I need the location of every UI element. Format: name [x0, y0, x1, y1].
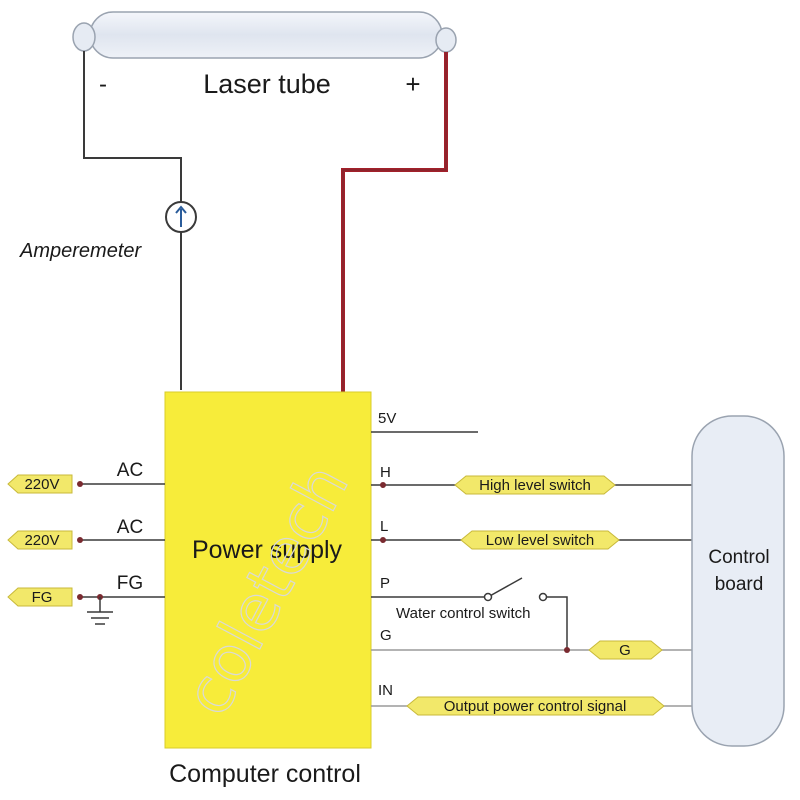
power-supply-label: Power supply [192, 536, 343, 564]
input-tag-fg-text: FG [32, 589, 53, 606]
left-input-wires [80, 483, 165, 598]
signal-tag-output-text: Output power control signal [444, 698, 627, 715]
input-tag-220v-2-text: 220V [24, 532, 59, 549]
ground-icon [87, 597, 113, 625]
input-tag-220v-1: 220V [7, 474, 73, 494]
ammeter-icon [165, 201, 197, 233]
ac-label-2: AC [117, 517, 143, 538]
terminal-5v: 5V [378, 410, 396, 427]
terminal-h: H [380, 464, 391, 481]
laser-tube [72, 11, 457, 59]
computer-control-caption: Computer control [169, 760, 361, 788]
signal-tag-high: High level switch [454, 475, 616, 495]
ac-label-1: AC [117, 460, 143, 481]
input-tag-fg: FG [7, 587, 73, 607]
fg-label: FG [117, 573, 143, 594]
control-board-line2: board [715, 574, 764, 595]
signal-tag-low-text: Low level switch [486, 532, 594, 549]
control-board [691, 415, 785, 747]
water-switch-label: Water control switch [396, 605, 530, 622]
signal-tag-g-text: G [619, 642, 631, 659]
signal-tag-g: G [588, 640, 663, 660]
terminal-l: L [380, 518, 388, 535]
terminal-in: IN [378, 682, 393, 699]
negative-wire [83, 51, 182, 202]
output-wires [371, 431, 692, 707]
signal-tag-high-text: High level switch [479, 477, 591, 494]
signal-tag-output: Output power control signal [406, 696, 665, 716]
switch-contacts [483, 592, 548, 602]
input-tag-220v-2: 220V [7, 530, 73, 550]
power-supply-box [164, 391, 372, 749]
laser-tube-label: Laser tube [203, 69, 331, 99]
terminal-p: P [380, 575, 390, 592]
high-voltage-wire [341, 52, 448, 392]
control-board-line1: Control [708, 547, 769, 568]
input-tag-220v-1-text: 220V [24, 476, 59, 493]
terminal-g: G [380, 627, 392, 644]
junction-dots [380, 482, 570, 653]
laser-tube-minus: - [99, 71, 107, 98]
signal-tag-low: Low level switch [460, 530, 620, 550]
laser-tube-plus: + [405, 69, 420, 99]
ammeter-label: Amperemeter [19, 240, 142, 262]
